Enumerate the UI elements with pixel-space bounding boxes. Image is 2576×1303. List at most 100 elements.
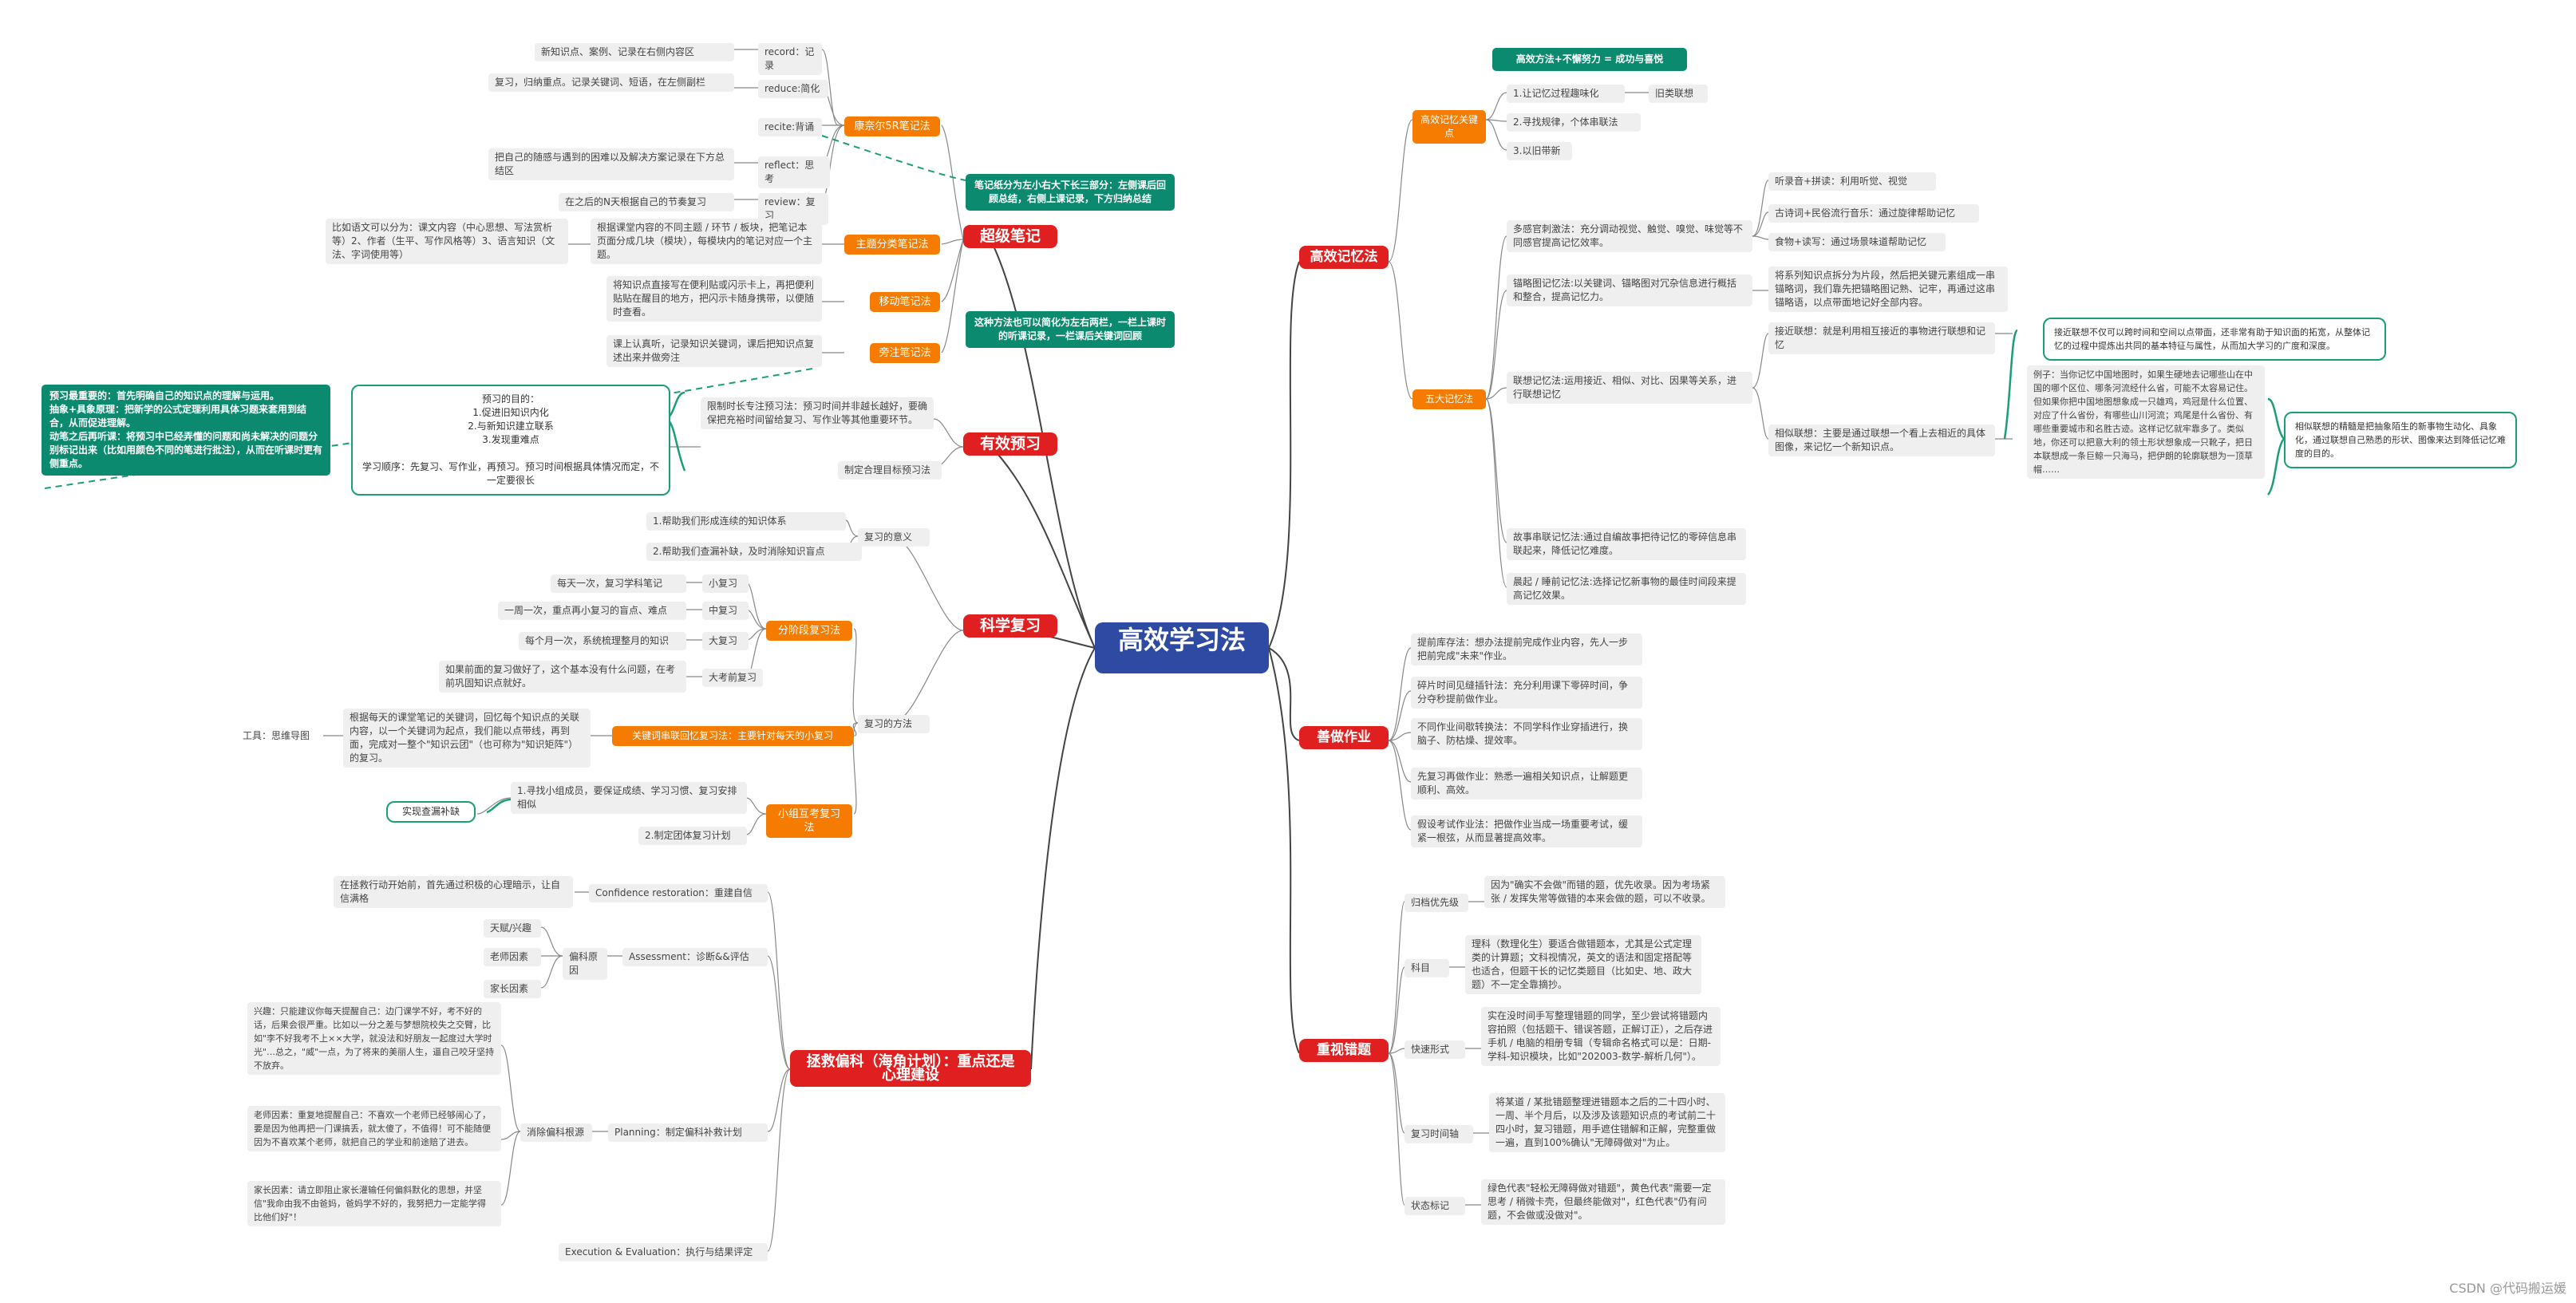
node-plan-teacher: 老师因素：重复地提醒自己：不喜欢一个老师已经够闹心了，要是因为他再把一门课搞丢，… <box>247 1106 501 1151</box>
node-sense-2: 古诗词+民俗流行音乐：通过旋律帮助记忆 <box>1768 204 1979 223</box>
note-preview-tips[interactable]: 预习最重要的：首先明确自己的知识点的理解与运用。 抽象+具象原理：把新学的公式定… <box>41 385 330 476</box>
node-keyword-review[interactable]: 关键词串联回忆复习法：主要针对每天的小复习 <box>612 726 853 746</box>
node-goal-preview[interactable]: 制定合理目标预习法 <box>838 461 942 480</box>
node-homework-2[interactable]: 碎片时间见缝插针法：充分利用课下零碎时间，争分夺秒提前做作业。 <box>1411 677 1642 709</box>
node-reduce-key[interactable]: reduce:简化 <box>758 80 828 98</box>
node-group-review[interactable]: 小组互考复习法 <box>766 804 852 838</box>
node-status-mark[interactable]: 状态标记 <box>1405 1197 1465 1215</box>
node-exam-review[interactable]: 大考前复习 <box>702 669 763 687</box>
node-topic-notes[interactable]: 主题分类笔记法 <box>844 235 940 255</box>
node-planning[interactable]: Planning：制定偏科补救计划 <box>608 1123 768 1142</box>
node-exam-desc: 如果前面的复习做好了，这个基本没有什么问题，在考前巩固知识点就好。 <box>439 661 686 693</box>
node-limit-preview: 限制时长专注预习法：预习时间并非越长越好，要确保把充裕时间留给复习、写作业等其他… <box>701 397 934 429</box>
node-eliminate-root[interactable]: 消除偏科根源 <box>520 1123 592 1142</box>
node-plan-interest: 兴趣：只能建议你每天提醒自己：边门课学不好，考不好的话，后果会很严重。比如以一分… <box>247 1002 501 1075</box>
node-cause-parent: 家长因素 <box>484 980 541 998</box>
node-cause-talent: 天赋/兴趣 <box>484 919 541 938</box>
node-staged-review[interactable]: 分阶段复习法 <box>766 621 852 641</box>
node-topic-example: 比如语文可以分为：课文内容（中心思想、写法赏析等）2、作者（生平、写作风格等）3… <box>326 219 568 264</box>
node-recite-key[interactable]: recite:背诵 <box>758 118 822 136</box>
node-quick-form-desc: 实在没时间手写整理错题的同学，至少尝试将错题内容拍照（包括题干、错误答题，正解订… <box>1481 1007 1721 1066</box>
node-similar-assoc[interactable]: 相似联想：主要是通过联想一个看上去相近的具体图像，来记忆一个新知识点。 <box>1768 424 1995 456</box>
node-review-desc: 在之后的N天根据自己的节奏复习 <box>559 193 734 211</box>
node-sense-3: 食物+读写：通过场景味道帮助记忆 <box>1768 233 1946 251</box>
node-sticky-desc: 将知识点直接写在便利贴或闪示卡上，再把便利贴贴在醒目的地方，把闪示卡随身携带，以… <box>606 276 822 322</box>
node-reduce-desc: 复习，归纳重点。记录关键词、短语，在左侧副栏 <box>488 73 734 92</box>
note-cornell-layout[interactable]: 笔记纸分为左小右大下长三部分：左侧课后回顾总结，右侧上课记录，下方归纳总结 <box>966 174 1175 211</box>
node-meaning-1: 1.帮助我们形成连续的知识体系 <box>646 512 846 531</box>
node-mindmap-tool: 工具：思维导图 <box>243 730 310 741</box>
node-key-3[interactable]: 3.以旧带新 <box>1507 142 1572 160</box>
node-reflect-key[interactable]: reflect：思考 <box>758 156 830 188</box>
node-story-memory[interactable]: 故事串联记忆法:通过自编故事把待记忆的零碎信息串联起来，降低记忆难度。 <box>1507 528 1746 560</box>
branch-review[interactable]: 科学复习 <box>963 614 1057 638</box>
node-key-1-sub: 旧类联想 <box>1649 85 1708 103</box>
note-preview-goals[interactable]: 预习的目的： 1.促进旧知识内化 2.与新知识建立联系 3.发现重难点 学习顺序… <box>351 385 670 496</box>
node-cornell-method[interactable]: 康奈尔5R笔记法 <box>844 116 940 136</box>
branch-preview[interactable]: 有效预习 <box>963 432 1057 456</box>
node-map-example: 例子：当你记忆中国地图时，如果生硬地去记哪些山在中国的哪个区位、哪条河流经什么省… <box>2027 365 2265 479</box>
node-reflect-desc: 把自己的随感与遇到的困难以及解决方案记录在下方总结区 <box>488 148 734 180</box>
node-mid-desc: 一周一次，重点再小复习的盲点、难点 <box>498 602 686 620</box>
node-subject-desc: 理科（数理化生）要适合做错题本，尤其是公式定理类的计算题；文科视情况，英文的语法… <box>1465 935 1701 994</box>
node-group-2: 2.制定团体复习计划 <box>638 827 747 845</box>
node-keyword-desc: 根据每天的课堂笔记的关键词，回忆每个知识点的关联内容，以一个关键词为起点，我们能… <box>343 709 591 768</box>
watermark: CSDN @代码搬运媛 <box>2449 1281 2566 1296</box>
node-marginal-notes[interactable]: 旁注笔记法 <box>870 343 940 363</box>
node-confidence[interactable]: Confidence restoration：重建自信 <box>589 884 768 902</box>
node-small-desc: 每天一次，复习学科笔记 <box>551 575 686 593</box>
node-assoc-memory[interactable]: 联想记忆法:运用接近、相似、对比、因果等关系，进行联想记忆 <box>1507 372 1752 404</box>
node-homework-3[interactable]: 不同作业间歇转换法：不同学科作业穿插进行，换脑子、防枯燥、提效率。 <box>1411 718 1642 750</box>
note-two-column[interactable]: 这种方法也可以简化为左右两栏，一栏上课时的听课记录，一栏课后关键词回顾 <box>966 311 1175 348</box>
node-big-review[interactable]: 大复习 <box>702 632 749 650</box>
note-fill-gaps[interactable]: 实现查漏补缺 <box>386 801 476 823</box>
node-priority[interactable]: 归档优先级 <box>1405 894 1468 912</box>
node-morning-memory[interactable]: 晨起 / 睡前记忆法:选择记忆新事物的最佳时间段来提高记忆效果。 <box>1507 573 1746 605</box>
note-similar-assoc[interactable]: 相似联想的精髓是把抽象陌生的新事物生动化、具象化，通过联想自己熟悉的形状、图像来… <box>2284 412 2517 468</box>
node-quick-form[interactable]: 快速形式 <box>1405 1040 1465 1059</box>
node-review-meaning[interactable]: 复习的意义 <box>858 528 930 547</box>
node-mid-review[interactable]: 中复习 <box>702 602 749 620</box>
node-review-methods[interactable]: 复习的方法 <box>858 715 930 733</box>
node-subject[interactable]: 科目 <box>1405 959 1449 977</box>
node-small-review[interactable]: 小复习 <box>702 575 749 593</box>
node-meaning-2: 2.帮助我们查漏补缺，及时消除知识盲点 <box>646 543 862 561</box>
root-topic[interactable]: 高效学习法 <box>1095 622 1269 673</box>
node-cause-teacher: 老师因素 <box>484 948 541 966</box>
branch-rescue[interactable]: 拯救偏科（海角计划）：重点还是心理建设 <box>790 1050 1031 1087</box>
branch-super-notes[interactable]: 超级笔记 <box>963 225 1057 248</box>
note-near-assoc[interactable]: 接近联想不仅可以跨时间和空间以点带面，还非常有助于知识面的拓宽，从整体记忆的过程… <box>2043 318 2386 361</box>
node-marginal-desc: 课上认真听，记录知识关键词，课后把知识点复述出来并做旁注 <box>606 335 822 367</box>
node-multi-sense[interactable]: 多感官刺激法：充分调动视觉、触觉、嗅觉、味觉等不同感官提高记忆效率。 <box>1507 220 1752 252</box>
node-homework-4[interactable]: 先复习再做作业：熟悉一遍相关知识点，让解题更顺利、高效。 <box>1411 768 1642 800</box>
node-bias-cause[interactable]: 偏科原因 <box>563 948 607 980</box>
node-topic-desc: 根据课堂内容的不同主题 / 环节 / 板块，把笔记本页面分成几块（模块），每模块… <box>591 219 822 264</box>
node-sticky-notes[interactable]: 移动笔记法 <box>870 292 940 312</box>
node-big-desc: 每个月一次，系统梳理整月的知识 <box>519 632 686 650</box>
node-assessment[interactable]: Assessment：诊断&&评估 <box>622 948 768 966</box>
node-chain-memory[interactable]: 锚略图记忆法:以关键词、锚略图对冗杂信息进行概括和整合，提高记忆力。 <box>1507 274 1752 306</box>
node-priority-desc: 因为"确实不会做"而错的题，优先收录。因为考场紧张 / 发挥失常等做错的本来会做… <box>1484 876 1725 908</box>
node-sense-1: 听录音+拼读：利用听觉、视觉 <box>1768 172 1936 191</box>
node-record-key[interactable]: record：记录 <box>758 43 822 75</box>
node-key-1[interactable]: 1.让记忆过程趣味化 <box>1507 85 1625 103</box>
node-timeline[interactable]: 复习时间轴 <box>1405 1125 1473 1143</box>
node-record-desc: 新知识点、案例、记录在右侧内容区 <box>535 43 734 61</box>
node-execution[interactable]: Execution & Evaluation：执行与结果评定 <box>559 1243 768 1262</box>
node-key-2[interactable]: 2.寻找规律，个体串联法 <box>1507 113 1641 132</box>
node-status-desc: 绿色代表"轻松无障碍做对错题"，黄色代表"需要一定思考 / 稍微卡壳，但最终能做… <box>1481 1179 1725 1225</box>
branch-mistakes[interactable]: 重视错题 <box>1299 1039 1389 1062</box>
node-near-assoc[interactable]: 接近联想：就是利用相互接近的事物进行联想和记忆 <box>1768 322 1995 354</box>
branch-memory[interactable]: 高效记忆法 <box>1299 246 1389 269</box>
node-formula[interactable]: 高效方法+不懈努力 = 成功与喜悦 <box>1492 48 1687 71</box>
node-timeline-desc: 将某道 / 某批错题整理进错题本之后的二十四小时、一周、半个月后，以及涉及该题知… <box>1489 1093 1725 1152</box>
node-homework-1[interactable]: 提前库存法：想办法提前完成作业内容，先人一步把前完成"未来"作业。 <box>1411 634 1642 665</box>
node-chain-desc: 将系列知识点拆分为片段，然后把关键元素组成一串锚略词，我们靠先把锚略图记熟、记牢… <box>1768 267 2008 312</box>
node-plan-parent: 家长因素：请立即阻止家长灌输任何偏斜默化的思想，并坚信"我命由我不由爸妈，爸妈学… <box>247 1181 501 1226</box>
node-homework-5[interactable]: 假设考试作业法：把做作业当成一场重要考试，缓紧一根弦，从而显著提高效率。 <box>1411 815 1642 847</box>
node-memory-keys[interactable]: 高效记忆关键点 <box>1412 110 1486 144</box>
node-five-methods[interactable]: 五大记忆法 <box>1412 389 1486 409</box>
branch-homework[interactable]: 善做作业 <box>1299 726 1389 749</box>
node-group-1: 1.寻找小组成员，要保证成绩、学习习惯、复习安排相似 <box>511 782 747 814</box>
node-confidence-desc: 在拯救行动开始前，首先通过积极的心理暗示，让自信满格 <box>334 876 573 908</box>
